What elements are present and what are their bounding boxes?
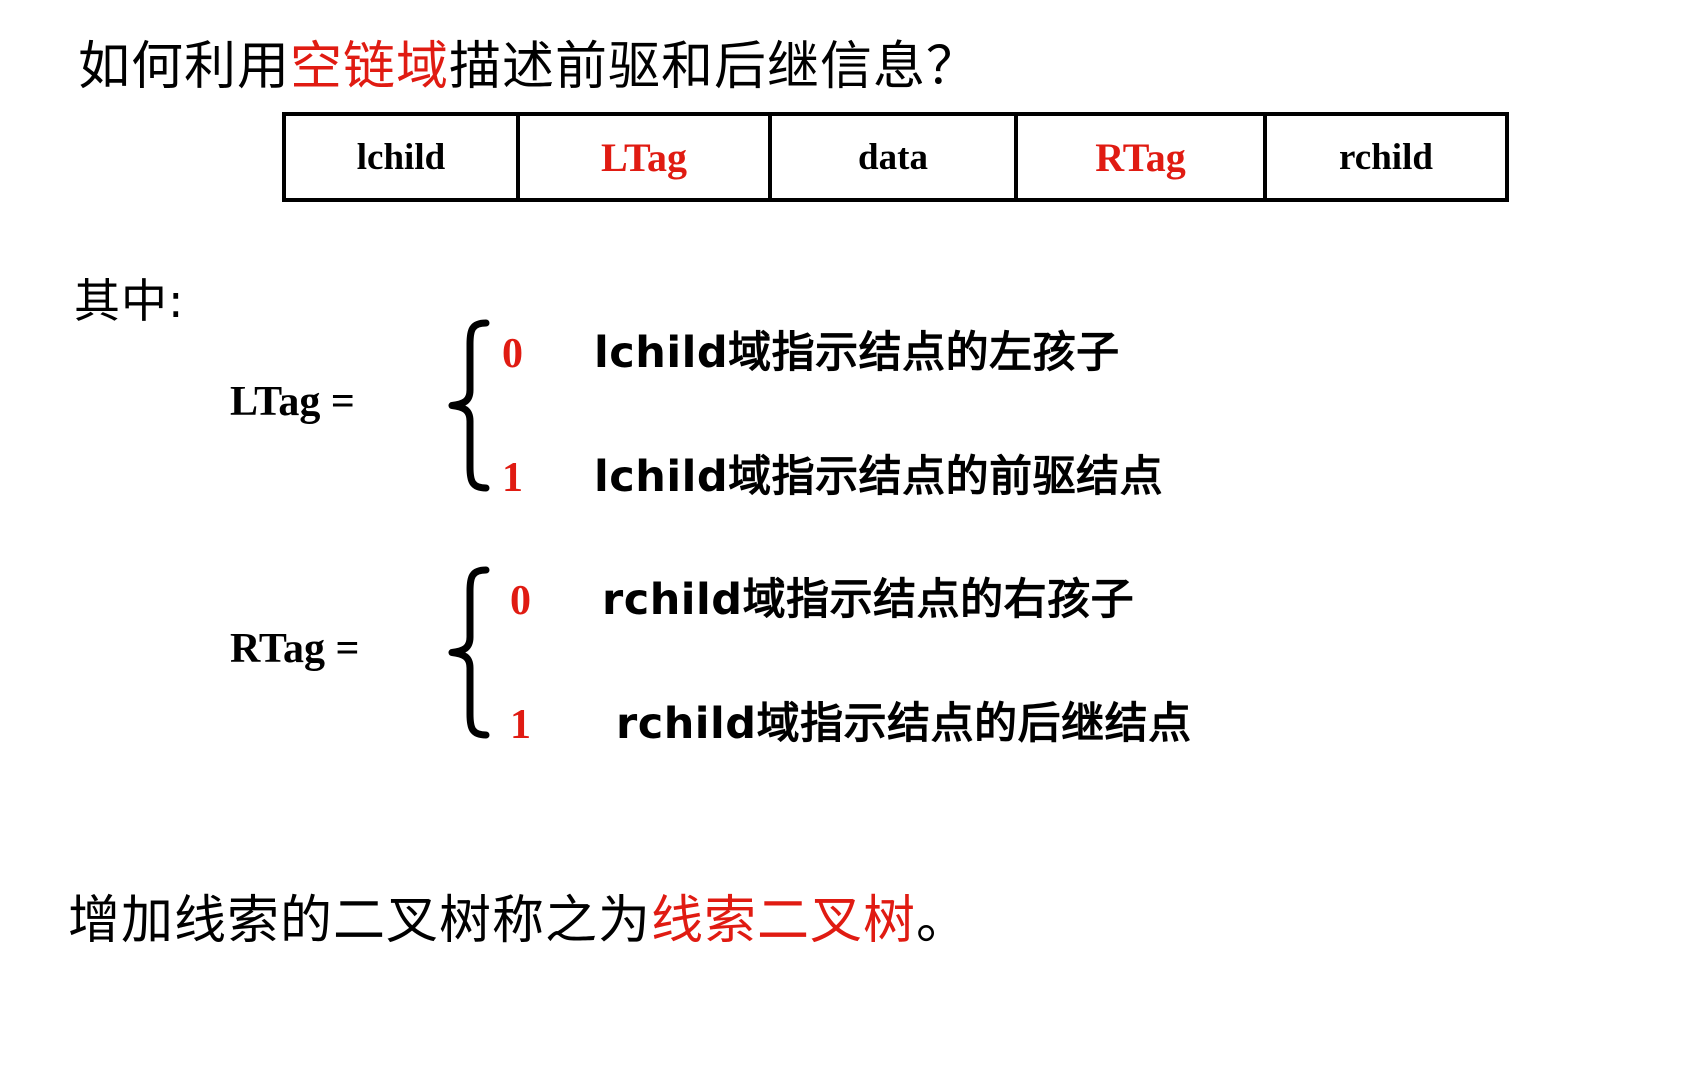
rtag-value-0: 0 <box>510 578 531 624</box>
conclusion-suffix: 。 <box>916 891 970 951</box>
left-curly-brace-icon <box>440 318 492 493</box>
left-curly-brace-icon <box>440 565 492 740</box>
conclusion-prefix: 增加线索的二叉树称之为 <box>68 891 652 951</box>
conclusion-highlight: 线索二叉树 <box>651 891 917 951</box>
page-title-highlight: 空链域 <box>290 37 450 97</box>
node-field-rchild: rchild <box>1339 136 1433 178</box>
rtag-name-label: RTag = <box>230 626 360 672</box>
ltag-desc-0: lchild域指示结点的左孩子 <box>594 328 1120 378</box>
page-title: 如何利用空链域描述前驱和后继信息？ <box>78 24 979 99</box>
node-structure-table: lchild LTag data RTag rchild <box>282 112 1509 202</box>
rtag-desc-0: rchild域指示结点的右孩子 <box>602 575 1135 625</box>
ltag-value-0: 0 <box>502 331 523 377</box>
ltag-value-1: 1 <box>502 455 523 501</box>
rtag-row-0: 0 rchild域指示结点的右孩子 <box>510 565 1700 689</box>
ltag-row-1: 1 lchild域指示结点的前驱结点 <box>502 442 1700 566</box>
ltag-name-label: LTag = <box>230 379 355 425</box>
rtag-row-1: 1 rchild域指示结点的后继结点 <box>510 689 1700 813</box>
ltag-rows: 0 lchild域指示结点的左孩子 1 lchild域指示结点的前驱结点 <box>502 318 1700 566</box>
page-title-suffix: 描述前驱和后继信息？ <box>449 37 980 97</box>
node-field-lchild: lchild <box>286 116 520 198</box>
page-title-prefix: 如何利用 <box>78 37 291 97</box>
node-field-ltag: LTag <box>520 116 772 198</box>
rtag-rows: 0 rchild域指示结点的右孩子 1 rchild域指示结点的后继结点 <box>510 565 1700 813</box>
ltag-desc-1: lchild域指示结点的前驱结点 <box>594 452 1164 502</box>
ltag-row-0: 0 lchild域指示结点的左孩子 <box>502 318 1700 442</box>
rtag-value-1: 1 <box>510 702 531 748</box>
rtag-desc-1: rchild域指示结点的后继结点 <box>616 699 1192 749</box>
node-field-data: data <box>772 116 1018 198</box>
where-label: 其中: <box>74 274 185 328</box>
node-field-rtag: RTag <box>1018 116 1267 198</box>
conclusion-text: 增加线索的二叉树称之为线索二叉树。 <box>68 878 969 953</box>
